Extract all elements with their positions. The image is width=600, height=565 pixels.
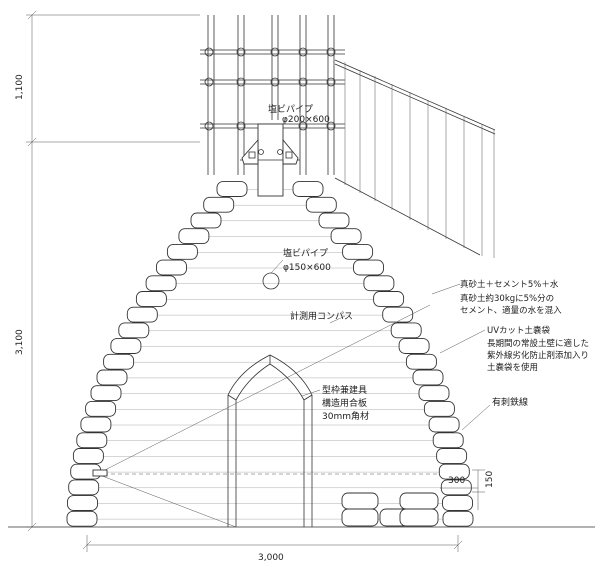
pipe-mid-name: 塩ビパイプ — [283, 247, 328, 259]
sandbag-right — [432, 432, 464, 449]
sandbag-left — [67, 495, 98, 511]
compass-label: 計測用コンパス — [290, 310, 353, 322]
sandbag-left — [85, 400, 117, 417]
sandbag-right — [373, 291, 405, 307]
sandbag-left — [68, 479, 100, 496]
top-pvc-pipe — [240, 123, 300, 197]
dim-bag-width: 300 — [448, 476, 465, 486]
dim-top-height: 1,100 — [15, 74, 25, 100]
sandbag-left — [76, 432, 108, 449]
sandbag-right — [318, 212, 350, 229]
uv-bag-line2: 紫外線劣化防止剤添加入り — [487, 350, 589, 361]
sandbag-right — [330, 228, 362, 245]
uv-bag-line3: 土嚢袋を使用 — [487, 362, 538, 373]
sandbag-left — [80, 416, 112, 433]
pipe-top-name: 塩ビパイプ — [268, 103, 313, 115]
uv-bag-title: UVカット土嚢袋 — [487, 325, 551, 336]
sandbag-left — [178, 228, 210, 245]
barbed-wire-label: 有刺鉄線 — [492, 396, 528, 408]
sandbag-right — [442, 495, 473, 511]
sandbag-left — [72, 448, 104, 464]
sandbag-right — [305, 196, 337, 213]
soil-mix-line1: 真砂土約30kgに5%分の — [460, 293, 554, 304]
dome-hatching — [97, 189, 443, 520]
pipe-top-size: φ200×600 — [282, 115, 330, 125]
formwork-line1: 型枠兼建具 — [322, 384, 367, 396]
mid-pvc-pipe — [262, 272, 280, 290]
sandbag-right — [423, 400, 455, 417]
sandbag-left — [216, 181, 248, 197]
sandbag-left — [126, 306, 158, 323]
dim-width: 3,000 — [258, 553, 284, 563]
dim-main-height: 3,100 — [15, 329, 25, 355]
sandbag-right — [436, 448, 468, 464]
sandbag-right — [390, 322, 422, 339]
sandbag-left — [156, 259, 187, 276]
sandbag-stack — [66, 181, 474, 527]
sandbag-left — [66, 510, 98, 527]
sandbag-right — [428, 416, 460, 433]
leader-lines — [270, 117, 491, 431]
scaffold-tower — [200, 15, 345, 175]
sandbag-right — [382, 306, 414, 323]
sandbag-right — [363, 275, 395, 292]
formwork-line3: 30mm角材 — [322, 410, 369, 422]
sandbag-left — [118, 322, 150, 339]
sandbag-left — [145, 275, 177, 292]
sandbag-right — [398, 338, 430, 354]
door-formwork — [227, 354, 313, 527]
uv-bag-line1: 長期間の常設土壁に適した — [487, 338, 589, 349]
dimension-lines — [26, 10, 485, 552]
soil-mix-title: 真砂土＋セメント5%＋水 — [460, 279, 559, 290]
sandbag-right — [342, 243, 374, 260]
soil-mix-line2: セメント、適量の水を混入 — [460, 305, 562, 316]
sandbag-right — [438, 463, 470, 480]
sandbag-left — [190, 212, 222, 229]
sandbag-left — [135, 291, 167, 307]
sandbag-left — [103, 353, 135, 370]
fence-railing — [334, 59, 496, 258]
compass-pivot — [92, 469, 108, 477]
sandbag-right — [405, 353, 437, 370]
sandbag-left — [166, 243, 198, 260]
formwork-line2: 構造用合板 — [322, 397, 367, 409]
sandbag-right — [440, 479, 472, 496]
sandbag-left — [96, 369, 128, 386]
ground-sandbags — [341, 492, 439, 527]
sandbag-left — [203, 196, 235, 213]
pipe-mid-size: φ150×600 — [283, 263, 331, 273]
dim-bag-height: 150 — [485, 471, 495, 488]
sandbag-left — [90, 385, 122, 402]
sandbag-right — [418, 385, 450, 402]
sandbag-right — [353, 259, 384, 276]
sandbag-right — [412, 369, 444, 386]
sandbag-right — [442, 510, 474, 527]
compass-lines — [92, 304, 440, 528]
sandbag-right — [292, 181, 324, 197]
sandbag-left — [110, 338, 142, 354]
